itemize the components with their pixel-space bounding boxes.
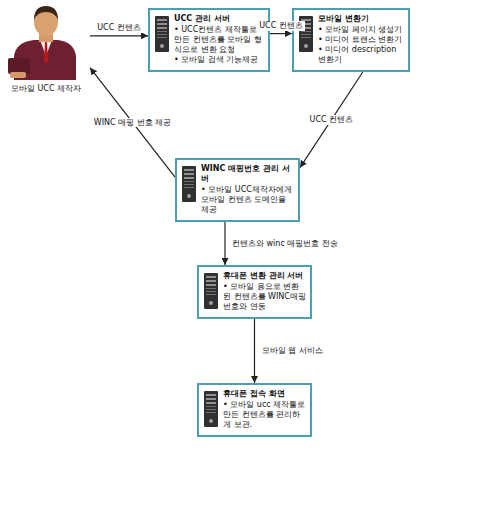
edge-label: UCC 컨텐츠 bbox=[95, 23, 143, 33]
node-bullet: • 모바일 검색 기능제공 bbox=[174, 55, 264, 65]
edge-label: WINC 매핑 번호 제공 bbox=[92, 118, 173, 128]
node-bullet: • UCC컨텐츠 제작툴로 만든 컨텐츠를 모바일 형식으로 변환 요청 bbox=[174, 25, 264, 55]
node-bullet: • 미디어 description 변환기 bbox=[318, 45, 404, 65]
node-bullet: • 모바일 UCC제작자에게 모바일 컨텐츠 도메인을 제공 bbox=[201, 185, 294, 215]
node-title: UCC 관리 서버 bbox=[174, 14, 264, 24]
server-box: WINC 매핑번호 관리 서버• 모바일 UCC제작자에게 모바일 컨텐츠 도메… bbox=[175, 158, 300, 222]
flow-arrow bbox=[224, 222, 225, 265]
node-title: 휴대폰 접속 화면 bbox=[223, 389, 306, 399]
businessman-figure bbox=[8, 6, 76, 80]
flow-arrow bbox=[300, 72, 363, 168]
flow-arrow bbox=[90, 68, 175, 178]
node-bullet: • 미디어 트랜스 변환기 bbox=[318, 35, 404, 45]
node-bullet: • 모바일 ucc 제작툴로 만든 컨텐츠를 편리하게 보관. bbox=[223, 400, 306, 430]
node-bullet: • 모바일 용으로 변환된 컨텐츠를 WINC매핑 번호와 연동 bbox=[223, 282, 306, 312]
flow-arrow bbox=[254, 319, 255, 383]
edge-label: UCC 컨텐츠 bbox=[308, 115, 356, 125]
device-box: 휴대폰 접속 화면• 모바일 ucc 제작툴로 만든 컨텐츠를 편리하게 보관. bbox=[197, 383, 312, 437]
node-bullet: • 모바일 페이지 생성기 bbox=[318, 25, 404, 35]
flow-arrow bbox=[270, 33, 292, 34]
node-title: 모바일 UCC 제작자 bbox=[2, 84, 90, 94]
edge-label: UCC 컨텐츠 bbox=[257, 21, 305, 31]
converter-box: 모바일 변환기• 모바일 페이지 생성기• 미디어 트랜스 변환기• 미디어 d… bbox=[292, 8, 410, 72]
node-title: 휴대폰 변환 관리 서버 bbox=[223, 271, 306, 281]
server-box: UCC 관리 서버• UCC컨텐츠 제작툴로 만든 컨텐츠를 모바일 형식으로 … bbox=[148, 8, 270, 72]
server-box: 휴대폰 변환 관리 서버• 모바일 용으로 변환된 컨텐츠를 WINC매핑 번호… bbox=[197, 265, 312, 319]
node-title: WINC 매핑번호 관리 서버 bbox=[201, 164, 294, 184]
actor-figure: 모바일 UCC 제작자 bbox=[2, 4, 90, 95]
edge-label: 컨텐츠와 winc 매핑번호 전송 bbox=[230, 239, 340, 249]
node-title: 모바일 변환기 bbox=[318, 14, 404, 24]
edge-label: 모바일 웹 서비스 bbox=[260, 346, 325, 356]
flow-arrow bbox=[90, 35, 148, 36]
